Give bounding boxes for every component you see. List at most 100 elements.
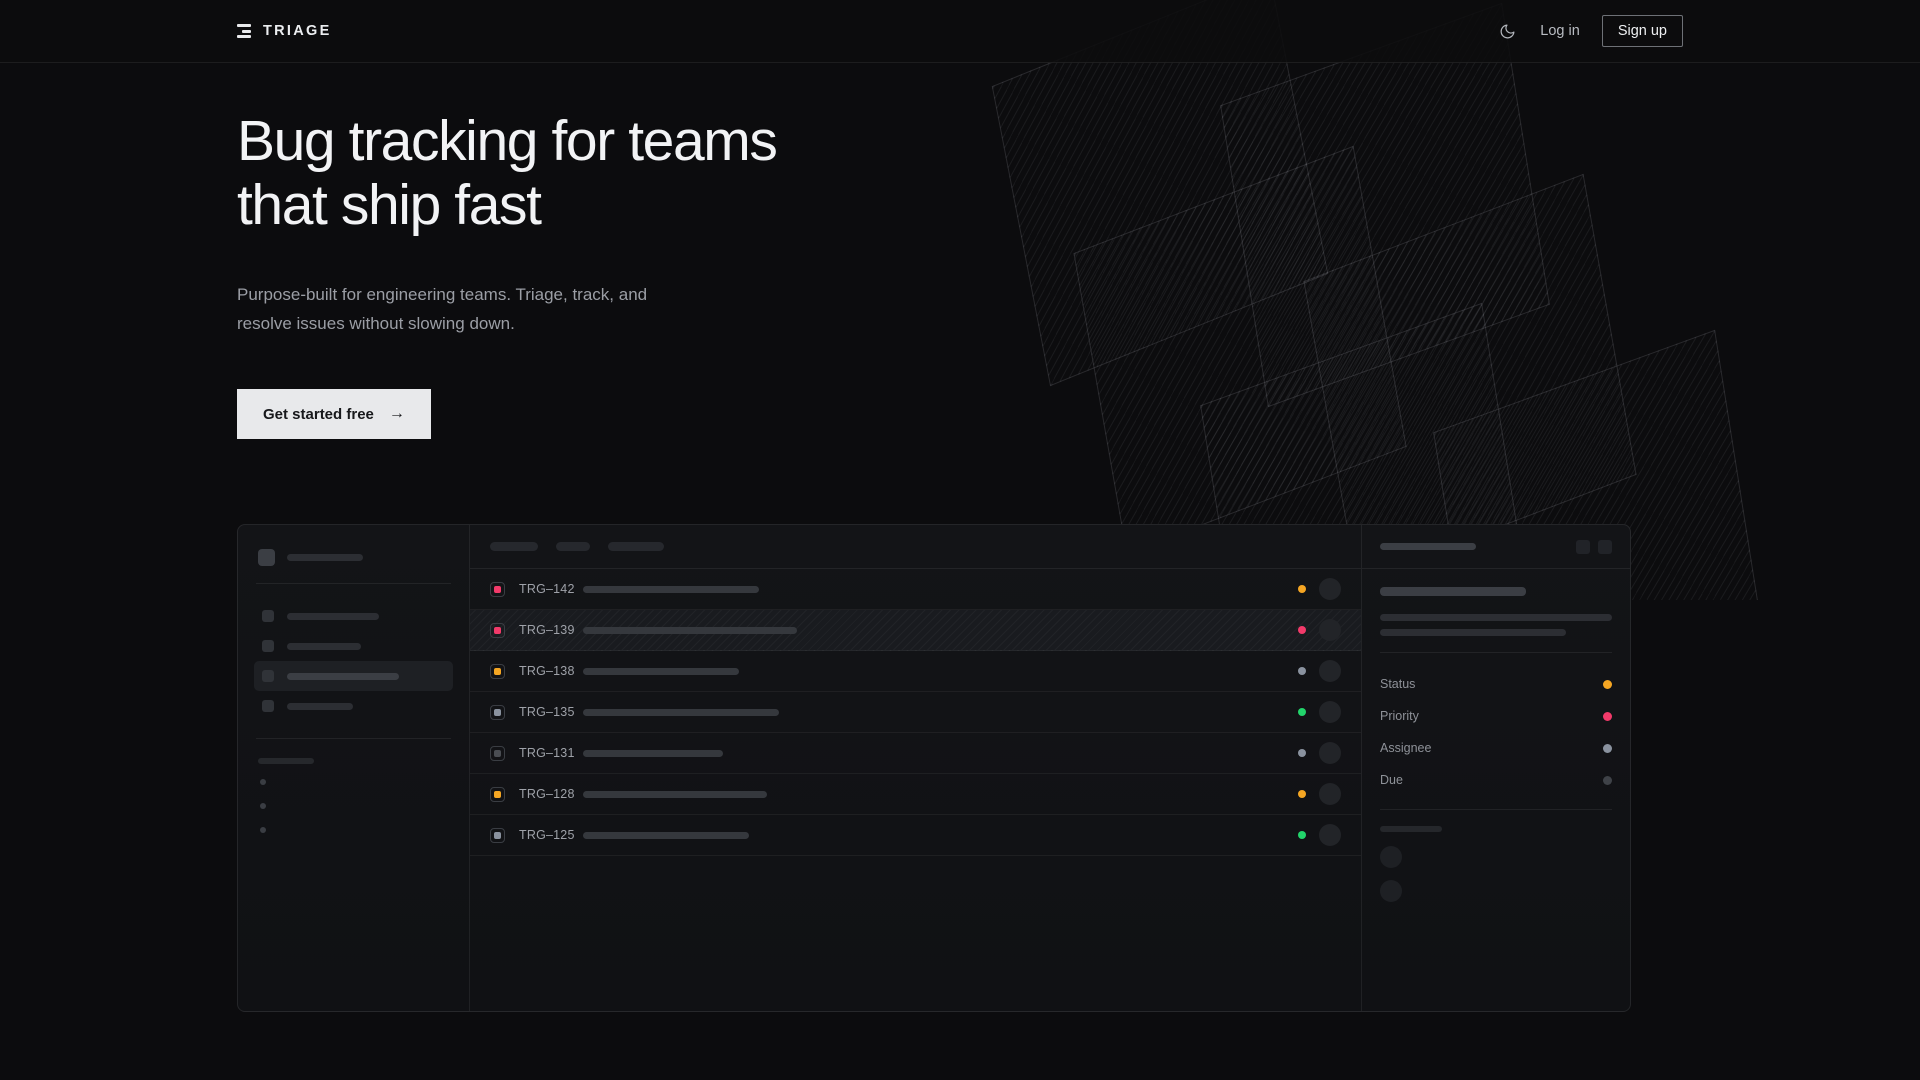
meta-row-status[interactable]: Status <box>1380 669 1612 699</box>
issue-type-icon <box>490 704 505 720</box>
issue-id: TRG–135 <box>519 705 575 719</box>
signup-button[interactable]: Sign up <box>1601 15 1683 47</box>
divider <box>256 583 451 584</box>
sidebar-nav-item-0[interactable] <box>254 601 453 631</box>
hero-subtitle: Purpose-built for engineering teams. Tri… <box>237 280 717 338</box>
hatched-panel <box>1073 145 1407 555</box>
sub-item-dot-icon <box>260 803 266 809</box>
avatar <box>1319 578 1341 600</box>
nav-item-icon <box>262 610 274 622</box>
header-actions: Log in Sign up <box>1496 15 1683 47</box>
issue-id: TRG–128 <box>519 787 575 801</box>
meta-value-dot <box>1603 775 1612 785</box>
nav-item-label-skeleton <box>287 672 399 680</box>
meta-label: Status <box>1380 677 1416 691</box>
page-title: Bug tracking for teams that ship fast <box>237 109 778 238</box>
issue-id: TRG–138 <box>519 664 575 678</box>
cta-label: Get started free <box>263 405 374 423</box>
meta-value-dot <box>1603 711 1612 721</box>
table-row[interactable]: TRG–138 <box>470 651 1361 692</box>
table-row[interactable]: TRG–128 <box>470 774 1361 815</box>
status-badge <box>1298 831 1306 839</box>
table-row[interactable]: TRG–125 <box>470 815 1361 856</box>
row-meta <box>1298 619 1341 641</box>
issue-type-icon <box>490 827 505 843</box>
meta-label: Priority <box>1380 709 1419 723</box>
detail-header <box>1362 525 1630 569</box>
workspace-avatar <box>258 549 275 566</box>
moon-icon[interactable] <box>1496 20 1518 42</box>
row-meta <box>1298 824 1341 846</box>
issue-type-icon <box>490 663 505 679</box>
toolbar-control-0[interactable] <box>490 542 538 551</box>
divider <box>1380 652 1612 653</box>
subtitle-line-1: Purpose-built for engineering teams. Tri… <box>237 284 648 304</box>
detail-action-button-0[interactable] <box>1576 539 1590 554</box>
hatched-panel <box>1303 173 1637 583</box>
workspace-switcher[interactable] <box>254 545 453 566</box>
status-badge <box>1298 667 1306 675</box>
issue-title-skeleton <box>583 667 739 675</box>
list-toolbar <box>470 525 1361 569</box>
issue-type-icon <box>490 581 505 597</box>
issue-id: TRG–142 <box>519 582 575 596</box>
sidebar-nav-item-3[interactable] <box>254 691 453 721</box>
table-row[interactable]: TRG–135 <box>470 692 1361 733</box>
issue-title-skeleton <box>583 708 779 716</box>
detail-action-button-1[interactable] <box>1598 539 1612 554</box>
sidebar-sub-item-2[interactable] <box>254 818 453 842</box>
preview-nav <box>254 601 453 721</box>
meta-row-due[interactable]: Due <box>1380 765 1612 795</box>
avatar <box>1319 783 1341 805</box>
sub-item-dot-icon <box>260 827 266 833</box>
sidebar-sublist <box>254 770 453 842</box>
meta-value-dot <box>1603 743 1612 753</box>
status-badge <box>1298 790 1306 798</box>
table-row[interactable]: TRG–142 <box>470 569 1361 610</box>
hero-section: Bug tracking for teams that ship fast Pu… <box>237 109 778 440</box>
nav-item-icon <box>262 640 274 652</box>
toolbar-control-2[interactable] <box>608 542 664 551</box>
sidebar-nav-item-2[interactable] <box>254 661 453 691</box>
brand-logo[interactable]: TRIAGE <box>237 23 332 39</box>
issue-title-skeleton <box>583 749 723 757</box>
issue-title-skeleton <box>583 585 759 593</box>
sidebar-sub-item-0[interactable] <box>254 770 453 794</box>
comment-avatars <box>1380 846 1612 902</box>
avatar <box>1319 660 1341 682</box>
toolbar-control-1[interactable] <box>556 542 590 551</box>
issue-title-skeleton <box>583 831 749 839</box>
sidebar-sub-item-1[interactable] <box>254 794 453 818</box>
issue-type-icon <box>490 786 505 802</box>
status-badge <box>1298 626 1306 634</box>
nav-item-icon <box>262 700 274 712</box>
get-started-button[interactable]: Get started free → <box>237 389 431 440</box>
comment-avatar-0 <box>1380 846 1402 868</box>
detail-title-skeleton <box>1380 543 1476 550</box>
stacked-bars-icon <box>237 24 251 38</box>
table-row[interactable]: TRG–139 <box>470 610 1361 651</box>
preview-sidebar <box>238 525 470 1011</box>
meta-row-assignee[interactable]: Assignee <box>1380 733 1612 763</box>
row-meta <box>1298 578 1341 600</box>
comments-label-skeleton <box>1380 826 1442 832</box>
meta-label: Assignee <box>1380 741 1432 755</box>
table-row[interactable]: TRG–131 <box>470 733 1361 774</box>
issue-id: TRG–139 <box>519 623 575 637</box>
comment-avatar-1 <box>1380 880 1402 902</box>
sidebar-nav-item-1[interactable] <box>254 631 453 661</box>
divider <box>1380 809 1612 810</box>
login-link[interactable]: Log in <box>1540 23 1580 39</box>
avatar <box>1319 742 1341 764</box>
heading-line-1: Bug tracking for teams <box>237 109 778 173</box>
status-badge <box>1298 585 1306 593</box>
detail-paragraph-skeleton-0 <box>1380 614 1612 621</box>
meta-row-priority[interactable]: Priority <box>1380 701 1612 731</box>
